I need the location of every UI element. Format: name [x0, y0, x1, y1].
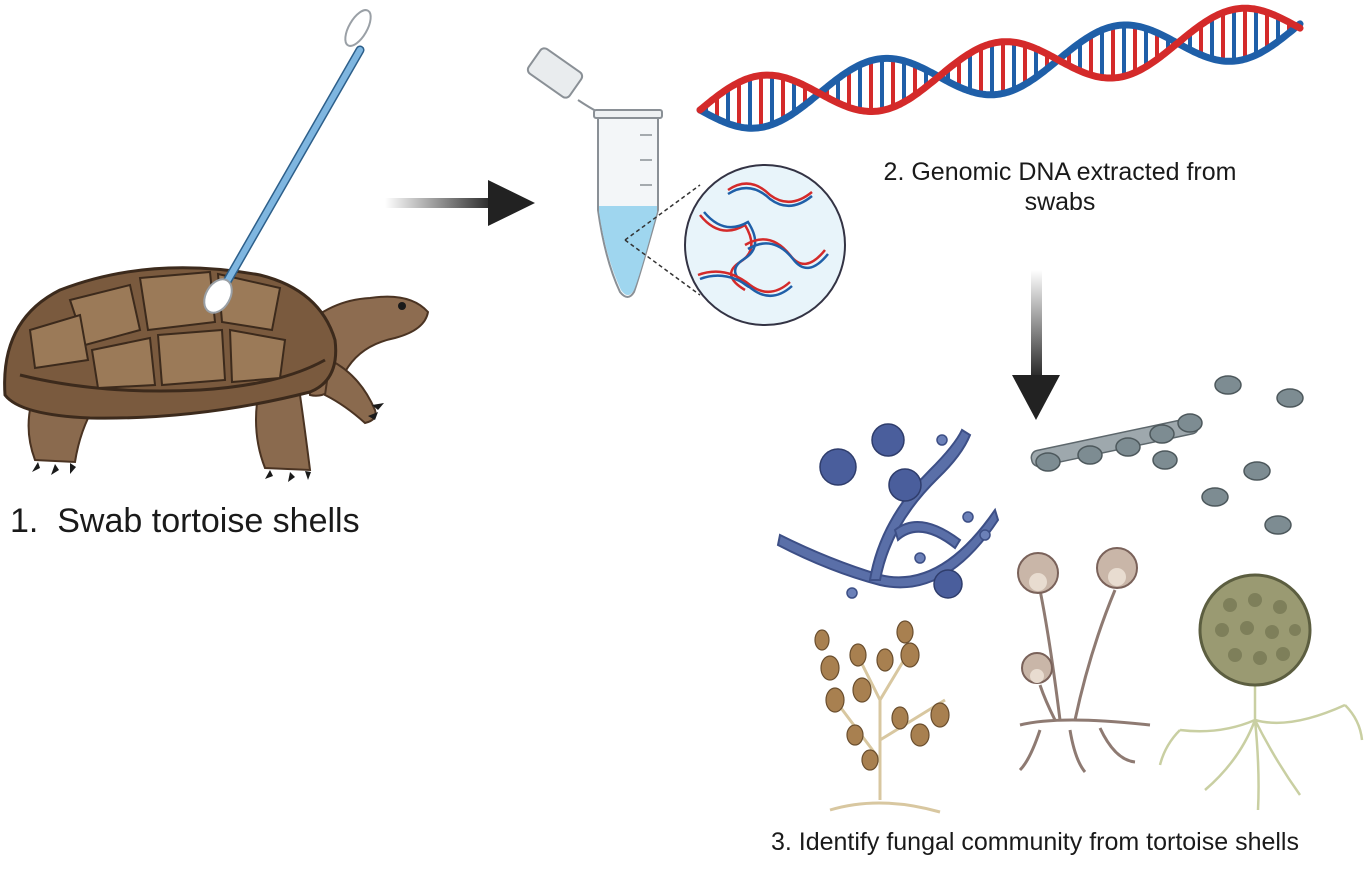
fungus-icon — [776, 375, 1364, 814]
tube-icon — [526, 47, 846, 326]
dna-strand — [696, 4, 1304, 115]
step1-label: 1. Swab tortoise shells — [10, 502, 360, 540]
step3-label: 3. Identify fungal community from tortoi… — [770, 828, 1299, 856]
dna-strand — [696, 20, 1304, 132]
arrow-icon — [385, 180, 535, 226]
swab-icon — [203, 9, 372, 314]
step2-label: 2. Genomic DNA extracted from swabs — [883, 158, 1237, 216]
arrow-icon — [1012, 270, 1060, 420]
dna-icon — [696, 4, 1304, 132]
